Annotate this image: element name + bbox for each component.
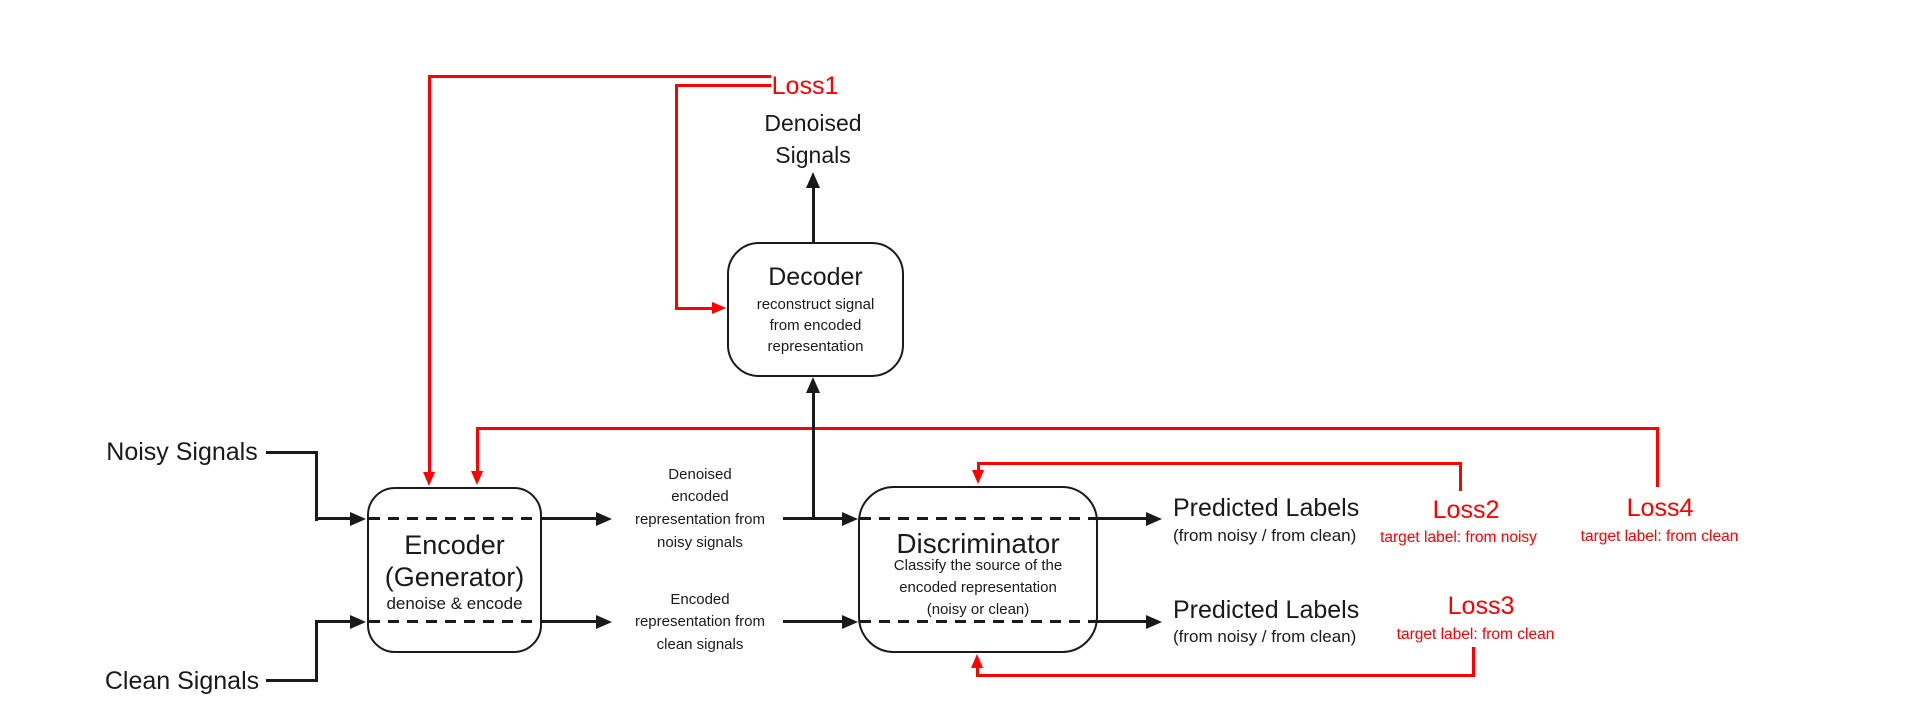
decoder-description-line1: reconstruct signal xyxy=(756,296,875,313)
arrowhead-right-icon xyxy=(842,615,858,629)
line-segment xyxy=(976,667,979,677)
arrowhead-right-icon xyxy=(350,512,366,526)
line-segment xyxy=(476,427,1658,430)
decoder-description-line2: from encoded xyxy=(769,317,862,334)
discriminator-box xyxy=(858,486,1098,653)
decoder-description-line3: representation xyxy=(767,338,864,355)
discriminator-description-line2: encoded representation xyxy=(899,579,1057,596)
line-segment xyxy=(1096,517,1148,520)
line-segment xyxy=(315,517,351,520)
predicted-labels-clean-title: Predicted Labels xyxy=(1173,596,1360,624)
predicted-labels-noisy-subtitle: (from noisy / from clean) xyxy=(1173,526,1357,545)
line-segment xyxy=(428,75,431,473)
arrowhead-down-icon xyxy=(471,471,483,485)
arrowhead-right-icon xyxy=(842,512,858,526)
discriminator-dashed-line-top xyxy=(860,517,1096,520)
denoised-signals-line2: Signals xyxy=(775,142,851,168)
loss3-label: Loss3 xyxy=(1447,592,1515,620)
arrowhead-right-icon xyxy=(1146,512,1162,526)
discriminator-description-line3: (noisy or clean) xyxy=(926,601,1030,618)
discriminator-title: Discriminator xyxy=(896,528,1060,559)
encoder-dashed-line-top xyxy=(369,517,540,520)
line-segment xyxy=(675,84,678,309)
line-segment xyxy=(266,679,318,682)
loss2-target-label: target label: from noisy xyxy=(1380,529,1537,546)
predicted-labels-clean-subtitle: (from noisy / from clean) xyxy=(1173,627,1357,646)
discriminator-dashed-line-bottom xyxy=(860,620,1096,623)
line-segment xyxy=(1459,462,1462,491)
line-segment xyxy=(977,462,980,472)
line-segment xyxy=(315,451,318,521)
rep-noisy-line4: noisy signals xyxy=(657,534,743,551)
loss1-label: Loss1 xyxy=(771,72,839,100)
line-segment xyxy=(675,307,713,310)
discriminator-description-line1: Classify the source of the xyxy=(893,557,1063,574)
loss2-label: Loss2 xyxy=(1432,496,1500,524)
line-segment xyxy=(812,391,815,520)
line-segment xyxy=(476,427,479,472)
rep-noisy-line3: representation from xyxy=(634,511,766,528)
line-segment xyxy=(266,451,318,454)
rep-clean-line2: representation from xyxy=(634,613,766,630)
noisy-signals-label: Noisy Signals xyxy=(106,438,258,466)
decoder-box xyxy=(727,242,904,377)
encoder-title: Encoder xyxy=(404,530,505,560)
line-segment xyxy=(540,517,598,520)
decoder-title: Decoder xyxy=(768,263,863,291)
arrowhead-down-icon xyxy=(423,472,435,486)
arrowhead-right-icon xyxy=(596,615,612,629)
encoder-subtitle-generator: (Generator) xyxy=(384,562,525,592)
arrowhead-right-icon xyxy=(1146,615,1162,629)
encoder-box xyxy=(367,487,542,653)
rep-noisy-line2: encoded xyxy=(671,488,729,505)
arrowhead-down-icon xyxy=(972,470,984,484)
rep-clean-line3: clean signals xyxy=(656,636,744,653)
arrowhead-right-icon xyxy=(596,512,612,526)
line-segment xyxy=(1096,620,1148,623)
loss4-label: Loss4 xyxy=(1626,494,1694,522)
rep-noisy-line1: Denoised xyxy=(668,466,732,483)
predicted-labels-noisy-title: Predicted Labels xyxy=(1173,494,1360,522)
line-segment xyxy=(315,620,318,682)
loss3-target-label: target label: from clean xyxy=(1396,626,1555,643)
arrowhead-up-icon xyxy=(806,172,820,188)
line-segment xyxy=(976,674,1475,677)
line-segment xyxy=(812,186,815,242)
arrowhead-right-icon xyxy=(350,615,366,629)
encoder-dashed-line-bottom xyxy=(369,620,540,623)
line-segment xyxy=(315,620,351,623)
line-segment xyxy=(428,75,771,78)
line-segment xyxy=(1656,427,1659,487)
line-segment xyxy=(783,620,844,623)
line-segment xyxy=(675,84,771,87)
line-segment xyxy=(540,620,598,623)
loss4-target-label: target label: from clean xyxy=(1580,528,1739,545)
encoder-description: denoise & encode xyxy=(386,594,523,613)
rep-clean-line1: Encoded xyxy=(670,591,730,608)
arrowhead-right-icon xyxy=(712,302,726,314)
line-segment xyxy=(1472,647,1475,676)
arrowhead-up-icon xyxy=(806,377,820,393)
clean-signals-label: Clean Signals xyxy=(104,667,260,695)
arrowhead-up-icon xyxy=(971,654,983,668)
line-segment xyxy=(977,462,1461,465)
denoised-signals-line1: Denoised xyxy=(764,110,862,136)
